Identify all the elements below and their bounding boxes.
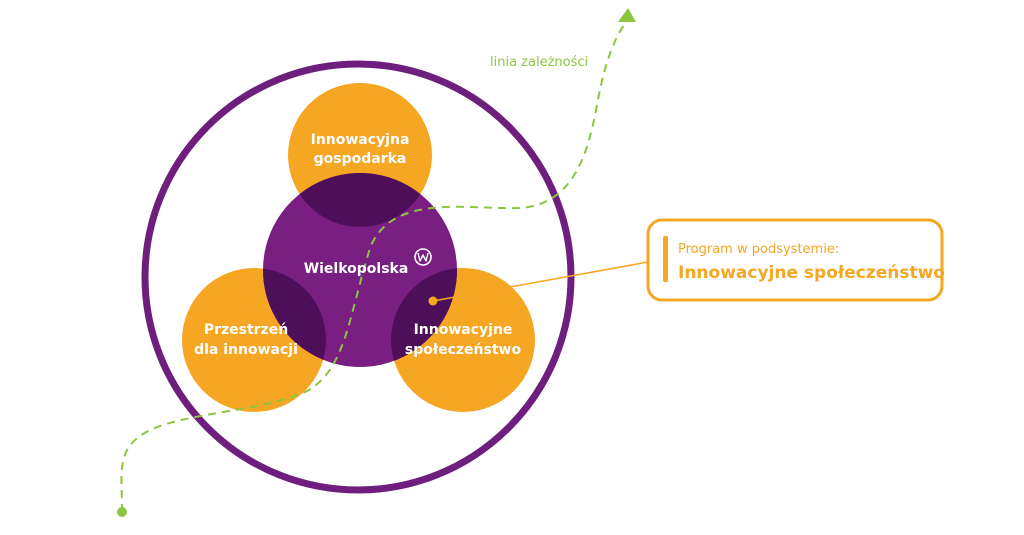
left-circle-label-line1: Przestrzeń <box>204 322 288 338</box>
overlap-right <box>391 268 457 367</box>
center-circle-label: Wielkopolska <box>304 261 409 277</box>
callout-box <box>646 218 944 302</box>
right-circle-label-line2: społeczeństwo <box>405 342 522 358</box>
dependency-line-start-dot <box>117 507 127 517</box>
outer-ring <box>141 60 575 494</box>
top-circle-label-line1: Innowacyjna <box>311 132 410 148</box>
callout-connector-line <box>432 261 649 302</box>
callout-accent-bar <box>663 236 668 282</box>
dependency-line-arrowhead <box>618 8 636 22</box>
callout-connector-dot <box>428 296 438 306</box>
dependency-line <box>120 21 628 513</box>
wielkopolska-logo-icon <box>414 248 432 266</box>
callout-title: Innowacyjne społeczeństwo <box>678 263 945 283</box>
right-circle-label-line1: Innowacyjne <box>414 322 513 338</box>
top-circle-label-line2: gospodarka <box>314 151 407 167</box>
callout-subtitle: Program w podsystemie: <box>678 242 839 257</box>
overlap-top <box>288 173 432 227</box>
dependency-line-label: linia zależności <box>490 55 588 70</box>
overlap-left <box>263 268 326 367</box>
left-circle-label-line2: dla innowacji <box>194 342 298 358</box>
